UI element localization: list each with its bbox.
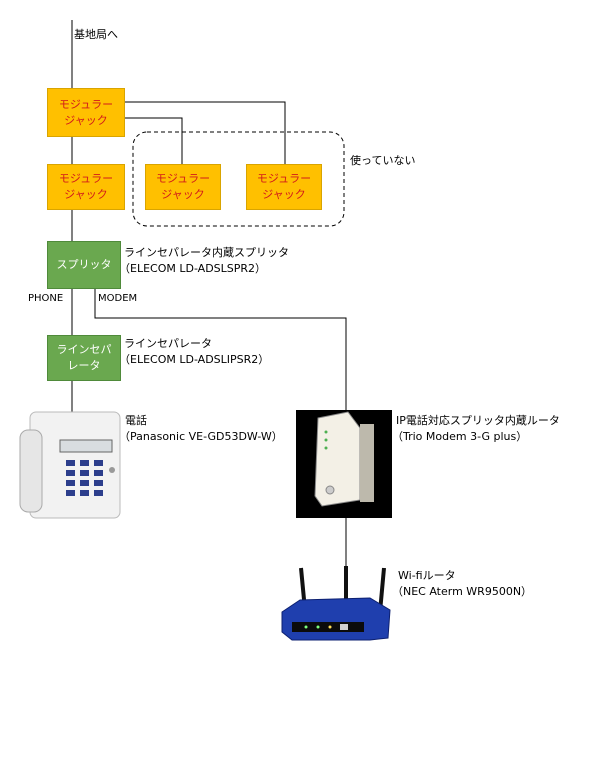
top-label: 基地局へ xyxy=(74,28,118,41)
separator-model: （ELECOM LD-ADSLIPSR2） xyxy=(119,353,270,366)
router-wifi-image xyxy=(281,566,391,641)
phone-name: 電話 xyxy=(125,414,147,427)
jack-second: モジュラー ジャック xyxy=(47,164,125,210)
port-phone-label: PHONE xyxy=(28,293,64,304)
router-ip-model: （Trio Modem 3-G plus） xyxy=(392,430,528,443)
port-modem-label: MODEM xyxy=(98,293,138,304)
separator-box: ラインセパ レータ xyxy=(47,335,121,381)
splitter-box: スプリッタ xyxy=(47,241,121,289)
line-jack-to-unused-2 xyxy=(125,101,286,164)
splitter-model: （ELECOM LD-ADSLSPR2） xyxy=(119,262,267,275)
router-wifi-name: Wi-fiルータ xyxy=(398,569,456,582)
line-jack-to-unused-1 xyxy=(125,117,183,164)
jack-main: モジュラー ジャック xyxy=(47,88,125,137)
router-ip-image xyxy=(296,410,392,518)
splitter-name: ラインセパレータ内蔵スプリッタ xyxy=(124,246,289,259)
line-splitter-to-router xyxy=(94,289,347,410)
jack-unused-2: モジュラー ジャック xyxy=(246,164,322,210)
unused-group-frame xyxy=(132,131,345,227)
router-wifi-model: （NEC Aterm WR9500N） xyxy=(392,585,533,598)
unused-label: 使っていない xyxy=(350,154,416,167)
separator-name: ラインセパレータ xyxy=(124,337,212,350)
phone-image xyxy=(19,411,121,519)
router-ip-name: IP電話対応スプリッタ内蔵ルータ xyxy=(396,414,560,427)
jack-unused-1: モジュラー ジャック xyxy=(145,164,221,210)
phone-model: （Panasonic VE-GD53DW-W） xyxy=(119,430,283,443)
connection-lines xyxy=(71,20,347,570)
